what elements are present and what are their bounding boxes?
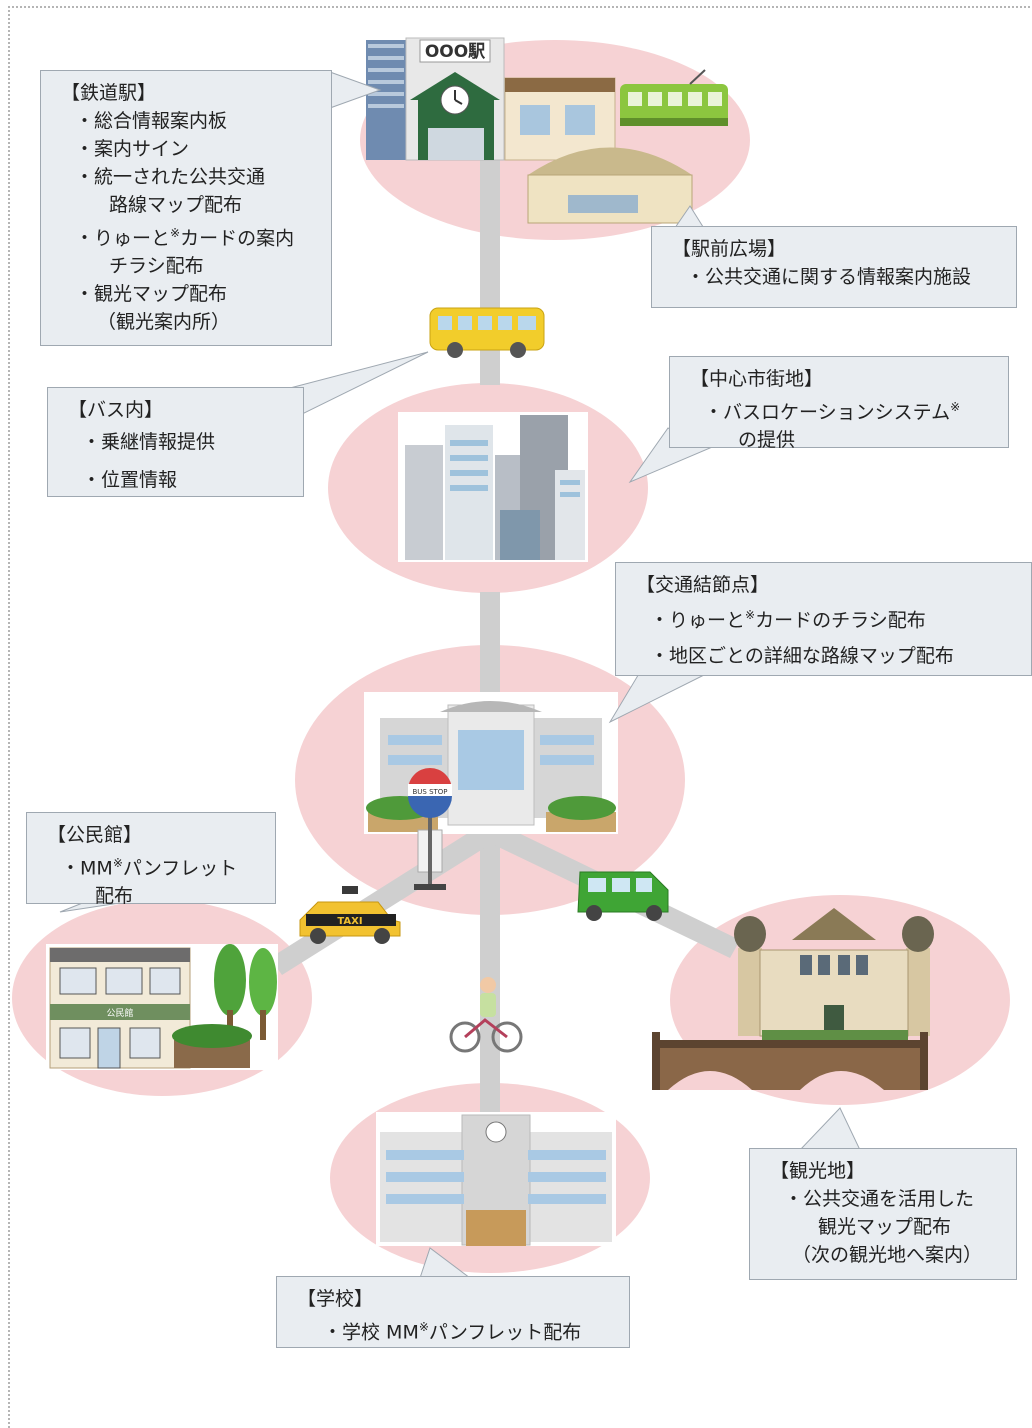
svg-text:TAXI: TAXI	[337, 916, 362, 927]
tree-icon	[172, 944, 277, 1068]
transport-node-title: 【交通結節点】	[636, 574, 770, 596]
school-item-mm-pamphlet: 学校 MM※パンフレット配布	[289, 1313, 617, 1346]
downtown-title: 【中心市街地】	[690, 368, 824, 390]
railway-item-flyer: チラシ配布	[109, 255, 204, 278]
tourist-site-callout: 【観光地】 公共交通を活用した 観光マップ配布 （次の観光地へ案内）	[749, 1148, 1017, 1280]
station-building-icon: OOO駅	[366, 37, 616, 161]
railway-item-card: りゅーと※カードの案内	[53, 219, 319, 252]
railway-item-route-map: 路線マップ配布	[109, 194, 243, 216]
in-bus-title: 【バス内】	[68, 399, 164, 421]
bicycle-rider-icon	[449, 977, 523, 1053]
callout-tails	[59, 71, 861, 1279]
railway-item-tourist-office: （観光案内所）	[97, 311, 231, 334]
taxi-icon: TAXI	[299, 886, 401, 944]
bridge-icon	[652, 1032, 928, 1090]
node-item-card-flyer: りゅーと※カードのチラシ配布	[628, 601, 1019, 634]
bus-item-transfer-info: 乗継情報提供	[60, 428, 291, 456]
school-title: 【学校】	[297, 1288, 374, 1310]
railway-station-title: 【鉄道駅】	[61, 82, 157, 104]
station-sign: OOO駅	[425, 42, 486, 62]
railway-station-callout: 【鉄道駅】 総合情報案内板 案内サイン 統一された公共交通 路線マップ配布 りゅ…	[40, 70, 332, 346]
svg-text:BUS STOP: BUS STOP	[412, 788, 447, 796]
train-icon	[620, 69, 728, 126]
tourist-item-next-site: （次の観光地へ案内）	[792, 1244, 983, 1266]
tourist-site-title: 【観光地】	[770, 1160, 866, 1182]
transport-node-callout: 【交通結節点】 りゅーと※カードのチラシ配布 地区ごとの詳細な路線マップ配布	[615, 562, 1032, 676]
railway-item-unified-transit: 統一された公共交通	[53, 163, 319, 191]
hall-item-mm-pamphlet: MM※パンフレット	[39, 849, 263, 882]
downtown-item-provision: の提供	[738, 429, 796, 452]
bus-item-location-info: 位置情報	[60, 466, 291, 494]
school-callout: 【学校】 学校 MM※パンフレット配布	[276, 1276, 630, 1348]
in-bus-callout: 【バス内】 乗継情報提供 位置情報	[47, 387, 304, 497]
railway-item-tourist-map: 観光マップ配布	[53, 280, 319, 308]
city-buildings-icon	[398, 412, 588, 562]
van-icon	[577, 871, 669, 921]
dome-building-icon	[527, 147, 693, 224]
downtown-callout: 【中心市街地】 バスロケーションシステム※ の提供	[669, 356, 1009, 451]
railway-item-signage: 案内サイン	[53, 135, 319, 163]
school-building-icon	[376, 1112, 616, 1246]
community-hall-callout: 【公民館】 MM※パンフレット 配布	[26, 812, 276, 907]
bus-stop-sign-icon: BUS STOP	[408, 768, 452, 890]
station-plaza-title: 【駅前広場】	[672, 238, 787, 260]
historic-building-icon	[734, 908, 934, 1040]
node-item-district-map: 地区ごとの詳細な路線マップ配布	[628, 642, 1019, 670]
svg-text:公民館: 公民館	[106, 1007, 133, 1019]
hall-item-distribution: 配布	[95, 885, 134, 908]
plaza-item-info-facility: 公共交通に関する情報案内施設	[664, 263, 1004, 291]
railway-item-info-board: 総合情報案内板	[53, 107, 319, 135]
downtown-item-bus-location: バスロケーションシステム※	[682, 393, 996, 426]
terminal-building-icon	[364, 692, 618, 834]
community-hall-title: 【公民館】	[47, 824, 143, 846]
bus-icon	[429, 307, 545, 358]
diagram-frame	[8, 6, 1032, 1428]
tourist-item-transit-map: 公共交通を活用した	[762, 1185, 1004, 1213]
tourist-item-map-distribution: 観光マップ配布	[818, 1216, 952, 1238]
station-plaza-callout: 【駅前広場】 公共交通に関する情報案内施設	[651, 226, 1017, 308]
